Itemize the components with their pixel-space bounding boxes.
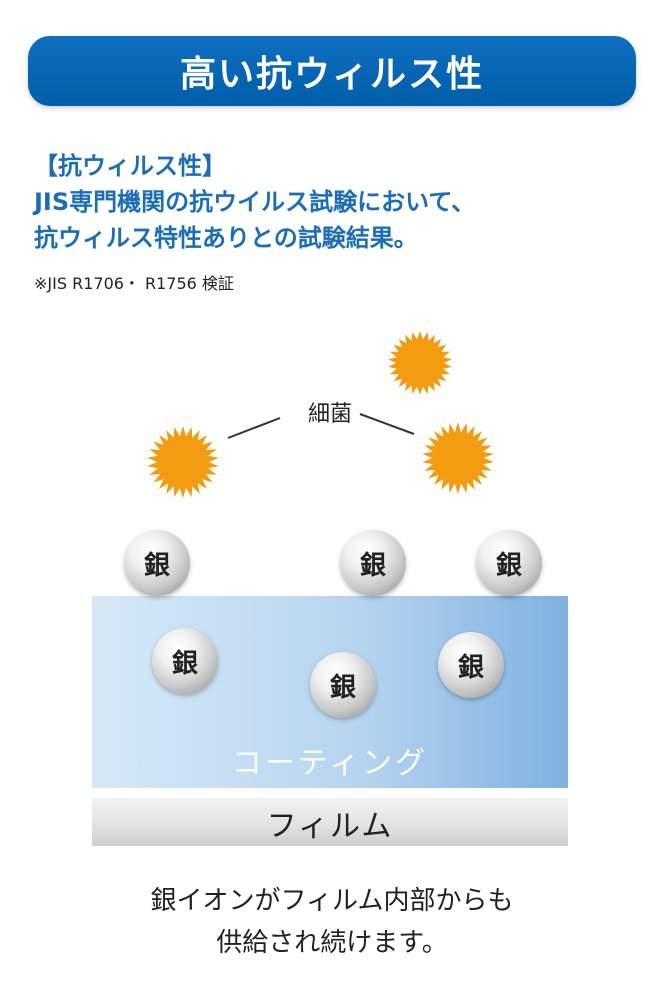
coating-label: コーティング [231, 746, 429, 781]
banner-title: 高い抗ウィルス性 [179, 54, 484, 95]
verification-note: ※JIS R1706・ R1756 検証 [34, 274, 234, 293]
lead-line-2: JIS専門機関の抗ウイルス試験において、 [34, 188, 476, 216]
footer-text: 銀イオンがフィルム内部からも 供給され続けます。 [0, 880, 664, 964]
lead-line-1: 【抗ウィルス性】 [34, 152, 226, 180]
title-banner: 高い抗ウィルス性 [28, 36, 636, 106]
bacteria-connector-right [359, 413, 415, 435]
bacteria-icon-right [422, 422, 494, 494]
silver-particle-icon: 銀 [438, 632, 504, 698]
bacteria-connector-left [227, 417, 281, 439]
silver-particle-icon: 銀 [152, 628, 218, 694]
bacteria-icon-top [388, 331, 452, 395]
film-label: フィルム [266, 809, 394, 844]
bacteria-label: 細菌 [307, 402, 352, 427]
silver-particle-icon: 銀 [310, 652, 376, 718]
film-layer [92, 798, 568, 846]
silver-particle-icon: 銀 [124, 530, 190, 596]
silver-particle-icon: 銀 [340, 530, 406, 596]
footer-line-2: 供給され続けます。 [216, 928, 448, 958]
bacteria-icon-left [147, 426, 219, 498]
lead-line-3: 抗ウィルス特性ありとの試験結果。 [34, 224, 418, 252]
silver-particle-icon: 銀 [476, 530, 542, 596]
lead-text: 【抗ウィルス性】 JIS専門機関の抗ウイルス試験において、 抗ウィルス特性ありと… [34, 148, 475, 256]
footer-line-1: 銀イオンがフィルム内部からも [150, 886, 514, 916]
